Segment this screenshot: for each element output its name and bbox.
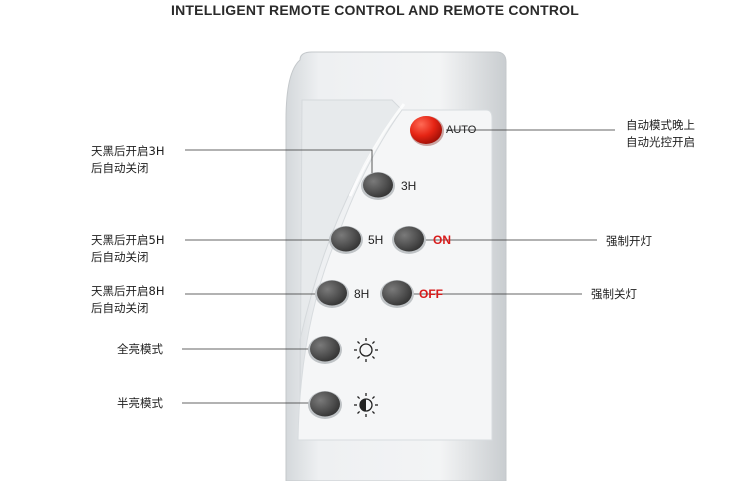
callout-5h-line1: 天黑后开启5H bbox=[91, 233, 165, 247]
5h-button-label: 5H bbox=[368, 233, 384, 247]
sun-half-icon bbox=[354, 393, 378, 417]
off-button[interactable] bbox=[380, 280, 414, 308]
callout-8h: 天黑后开启8H 后自动关闭 bbox=[91, 283, 164, 317]
callout-off: 强制关灯 bbox=[591, 286, 637, 303]
callout-5h-line2: 后自动关闭 bbox=[91, 250, 149, 264]
8h-button-label: 8H bbox=[354, 287, 370, 301]
callout-auto-line1: 自动模式晚上 bbox=[626, 118, 695, 132]
callout-auto: 自动模式晚上 自动光控开启 bbox=[626, 117, 695, 151]
page-title: INTELLIGENT REMOTE CONTROL AND REMOTE CO… bbox=[171, 2, 579, 18]
callout-3h-line2: 后自动关闭 bbox=[91, 161, 149, 175]
3h-button-label: 3H bbox=[401, 179, 417, 193]
callout-full: 全亮模式 bbox=[117, 341, 163, 358]
full-bright-button[interactable] bbox=[308, 336, 342, 364]
callout-3h-line1: 天黑后开启3H bbox=[91, 144, 165, 158]
on-button[interactable] bbox=[392, 226, 426, 254]
remote-key-area bbox=[297, 109, 493, 441]
callout-half: 半亮模式 bbox=[117, 395, 163, 412]
sun-outline-icon bbox=[354, 338, 378, 362]
callout-8h-line2: 后自动关闭 bbox=[91, 301, 149, 315]
callout-on-line1: 强制开灯 bbox=[606, 234, 652, 248]
callout-half-line1: 半亮模式 bbox=[117, 396, 163, 410]
off-button-label: OFF bbox=[419, 287, 443, 301]
callout-5h: 天黑后开启5H 后自动关闭 bbox=[91, 232, 164, 266]
callout-3h: 天黑后开启3H 后自动关闭 bbox=[91, 143, 164, 177]
callout-full-line1: 全亮模式 bbox=[117, 342, 163, 356]
leader-lines bbox=[182, 129, 615, 404]
3h-button[interactable] bbox=[361, 172, 395, 200]
auto-button[interactable] bbox=[410, 116, 444, 146]
auto-button-label: AUTO bbox=[446, 124, 477, 136]
callout-8h-line1: 天黑后开启8H bbox=[91, 284, 165, 298]
half-bright-button[interactable] bbox=[308, 391, 342, 419]
leader-3h bbox=[185, 149, 373, 176]
5h-button[interactable] bbox=[329, 226, 363, 254]
callout-on: 强制开灯 bbox=[606, 233, 652, 250]
8h-button[interactable] bbox=[315, 280, 349, 308]
callout-off-line1: 强制关灯 bbox=[591, 287, 637, 301]
callout-auto-line2: 自动光控开启 bbox=[626, 135, 695, 149]
on-button-label: ON bbox=[433, 233, 451, 247]
